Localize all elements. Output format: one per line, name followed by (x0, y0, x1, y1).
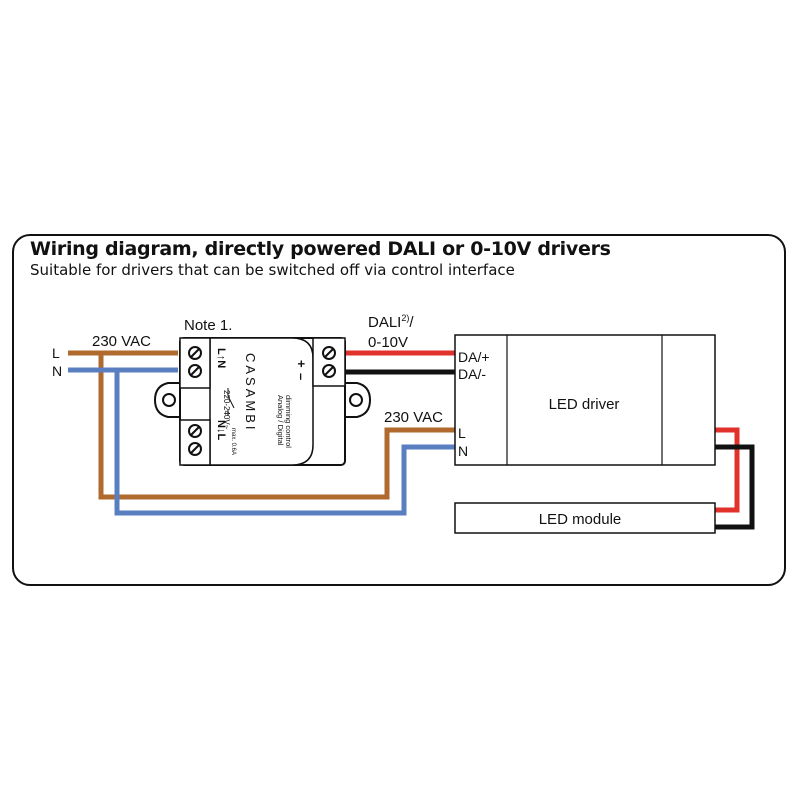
driver-n-label: N (458, 443, 468, 459)
plus-terminal-label: + (294, 360, 309, 368)
led-module-label: LED module (539, 511, 622, 528)
led-driver-body (454, 334, 716, 466)
casambi-n-down: N↓L (215, 420, 227, 440)
minus-terminal-label: – (294, 373, 309, 380)
screw-l (188, 346, 202, 360)
diagram-subtitle: Suitable for drivers that can be switche… (30, 261, 515, 279)
output-black-wire (715, 444, 755, 530)
driver-voltage-label: 230 VAC (384, 409, 443, 426)
dali-label: DALI2)/ (368, 313, 414, 331)
mains-line-label: L (52, 345, 60, 361)
line-wire-to-driver (98, 353, 455, 500)
dali-slash: / (409, 314, 414, 331)
diagram-title: Wiring diagram, directly powered DALI or… (30, 238, 611, 260)
screw-n-out (188, 442, 202, 456)
da-plus-label: DA/+ (458, 349, 490, 365)
led-driver-label: LED driver (549, 396, 620, 413)
led-module: LED module (454, 502, 716, 534)
switch-symbol (227, 388, 235, 416)
note-label: Note 1. (184, 317, 232, 334)
output-wires (715, 427, 755, 530)
casambi-rating: 220-240V~ (222, 390, 231, 430)
casambi-brand: CASAMBI (243, 353, 258, 433)
casambi-l-up: L↑N (215, 348, 227, 368)
dali-superscript: 2) (401, 313, 409, 323)
casambi-function-line1: Analog / Digital (276, 395, 285, 446)
mains-wires (68, 350, 455, 516)
mains-neutral-label: N (52, 363, 62, 379)
casambi-label-panel (209, 337, 314, 466)
terminal-block-right (312, 337, 346, 387)
led-driver: LED driver DA/+ DA/- L N (454, 334, 716, 466)
mains-voltage-label: 230 VAC (92, 333, 151, 350)
screw-l-out (188, 424, 202, 438)
dali-text: DALI (368, 314, 401, 331)
driver-l-label: L (458, 425, 466, 441)
casambi-function-line2: dimming control (284, 395, 293, 448)
terminal-block-left (179, 337, 211, 389)
control-wires (345, 350, 455, 375)
diagram-frame (12, 234, 786, 586)
casambi-unit: L↑N 220-240V~ N↓L CASAMBI max. 0.6A Anal… (153, 337, 372, 466)
zero-ten-label: 0-10V (368, 334, 408, 351)
mounting-hole-left (162, 393, 176, 407)
da-minus-label: DA/- (458, 366, 486, 382)
mounting-hole-right (349, 393, 363, 407)
neutral-wire-to-driver (114, 370, 455, 516)
screw-n (188, 364, 202, 378)
screw-plus (322, 346, 336, 360)
casambi-max-current: max. 0.6A (230, 428, 236, 455)
led-module-body (454, 502, 716, 534)
output-red-wire (715, 427, 740, 513)
screw-minus (322, 364, 336, 378)
